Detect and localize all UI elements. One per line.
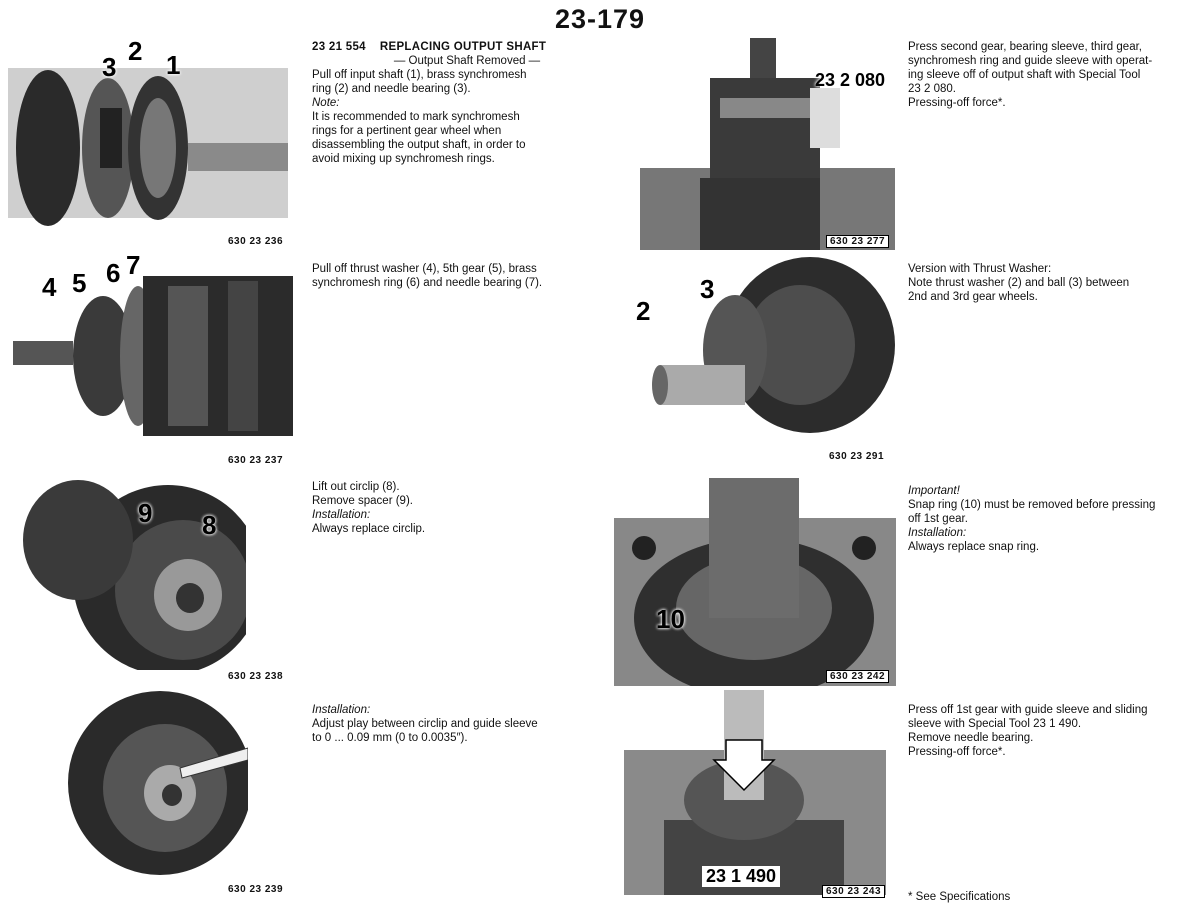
callout-2: 2 bbox=[636, 296, 651, 326]
figure-id: 630 23 236 bbox=[228, 236, 284, 247]
installation-label: Installation: bbox=[908, 527, 967, 539]
step-press-second-gear: Press second gear, bearing sleeve, third… bbox=[908, 40, 1193, 110]
figure-id: 630 23 239 bbox=[228, 884, 284, 895]
note-text: avoid mixing up synchromesh rings. bbox=[312, 153, 495, 165]
procedure-title: REPLACING OUTPUT SHAFT bbox=[379, 41, 547, 53]
gear-assembly-illustration bbox=[614, 478, 896, 686]
step-thrust-washer-version: Version with Thrust Washer: Note thrust … bbox=[908, 262, 1193, 304]
footnote: * See Specifications bbox=[908, 891, 1011, 903]
step-snap-ring: Important! Snap ring (10) must be remove… bbox=[908, 484, 1193, 554]
callout-6: 6 bbox=[106, 258, 121, 288]
step-text: synchromesh ring and guide sleeve with o… bbox=[908, 55, 1153, 67]
gear-assembly-illustration bbox=[68, 691, 248, 875]
tool-label: 23 2 080 bbox=[815, 70, 886, 90]
press-tool-illustration bbox=[640, 38, 895, 250]
step-text: sleeve with Special Tool 23 1 490. bbox=[908, 718, 1082, 730]
gear-assembly-illustration bbox=[8, 68, 288, 226]
step-text: Lift out circlip (8). bbox=[312, 481, 400, 493]
gear-assembly-illustration bbox=[13, 276, 293, 436]
step-text: 2nd and 3rd gear wheels. bbox=[908, 291, 1038, 303]
note-label: Note: bbox=[312, 97, 340, 109]
installation-label: Installation: bbox=[312, 509, 371, 521]
step-text: Press second gear, bearing sleeve, third… bbox=[908, 41, 1142, 53]
figure-id: 630 23 277 bbox=[826, 235, 890, 248]
step-text: Always replace circlip. bbox=[312, 523, 426, 535]
callout-1: 1 bbox=[166, 50, 181, 80]
gear-assembly-illustration bbox=[23, 480, 246, 670]
page-number: 23-179 bbox=[554, 4, 646, 34]
photo-snap-ring bbox=[614, 478, 896, 686]
step-text: Pull off input shaft (1), brass synchrom… bbox=[312, 69, 527, 81]
step-text: to 0 ... 0.09 mm (0 to 0.0035″). bbox=[312, 732, 468, 744]
figure-id: 630 23 242 bbox=[826, 670, 890, 683]
step-text: Remove needle bearing. bbox=[908, 732, 1034, 744]
photo-circlip bbox=[18, 470, 246, 670]
step-text: Snap ring (10) must be removed before pr… bbox=[908, 499, 1156, 511]
callout-8: 8 bbox=[202, 510, 217, 540]
gear-assembly-illustration bbox=[652, 257, 895, 433]
step-text: Pressing-off force*. bbox=[908, 97, 1006, 109]
figure-id: 630 23 237 bbox=[228, 455, 284, 466]
callout-5: 5 bbox=[72, 268, 87, 298]
callout-9: 9 bbox=[138, 498, 153, 528]
step-fifth-gear: Pull off thrust washer (4), 5th gear (5)… bbox=[312, 262, 597, 290]
step-text: Always replace snap ring. bbox=[908, 541, 1040, 553]
photo-press-first-gear bbox=[614, 690, 896, 895]
step-circlip: Lift out circlip (8). Remove spacer (9).… bbox=[312, 480, 597, 536]
step-press-first-gear: Press off 1st gear with guide sleeve and… bbox=[908, 703, 1193, 759]
callout-10: 10 bbox=[656, 604, 685, 634]
callout-4: 4 bbox=[42, 272, 57, 302]
procedure-subtitle: — Output Shaft Removed — bbox=[393, 55, 541, 67]
procedure-code: 23 21 554 bbox=[312, 41, 366, 53]
installation-label: Installation: bbox=[312, 704, 371, 716]
step-intro: 23 21 554 REPLACING OUTPUT SHAFT — Output… bbox=[312, 40, 582, 166]
callout-3: 3 bbox=[700, 274, 715, 304]
press-tool-illustration bbox=[624, 690, 886, 895]
step-text: off 1st gear. bbox=[908, 513, 968, 525]
step-text: synchromesh ring (6) and needle bearing … bbox=[312, 277, 543, 289]
callout-3: 3 bbox=[102, 52, 117, 82]
important-label: Important! bbox=[908, 485, 960, 497]
photo-press-second-gear bbox=[640, 38, 895, 250]
step-text: Version with Thrust Washer: bbox=[908, 263, 1052, 275]
step-text: ing sleeve off of output shaft with Spec… bbox=[908, 69, 1141, 81]
step-text: Pull off thrust washer (4), 5th gear (5)… bbox=[312, 263, 537, 275]
photo-thrust-washer bbox=[640, 255, 895, 433]
step-text: Press off 1st gear with guide sleeve and… bbox=[908, 704, 1148, 716]
step-text: 23 2 080. bbox=[908, 83, 956, 95]
figure-id: 630 23 238 bbox=[228, 671, 284, 682]
note-text: disassembling the output shaft, in order… bbox=[312, 139, 526, 151]
callout-7: 7 bbox=[126, 250, 141, 280]
photo-fifth-gear bbox=[8, 256, 293, 446]
photo-input-shaft bbox=[8, 38, 288, 228]
photo-guide-sleeve bbox=[30, 688, 248, 880]
step-text: Pressing-off force*. bbox=[908, 746, 1006, 758]
callout-2: 2 bbox=[128, 36, 143, 66]
note-text: It is recommended to mark synchromesh bbox=[312, 111, 520, 123]
step-text: Adjust play between circlip and guide sl… bbox=[312, 718, 538, 730]
step-adjust-play: Installation: Adjust play between circli… bbox=[312, 703, 597, 745]
step-text: ring (2) and needle bearing (3). bbox=[312, 83, 471, 95]
note-text: rings for a pertinent gear wheel when bbox=[312, 125, 502, 137]
step-text: Note thrust washer (2) and ball (3) betw… bbox=[908, 277, 1130, 289]
step-text: Remove spacer (9). bbox=[312, 495, 413, 507]
figure-id: 630 23 243 bbox=[822, 885, 886, 898]
tool-label: 23 1 490 bbox=[702, 866, 781, 887]
figure-id: 630 23 291 bbox=[829, 451, 885, 462]
